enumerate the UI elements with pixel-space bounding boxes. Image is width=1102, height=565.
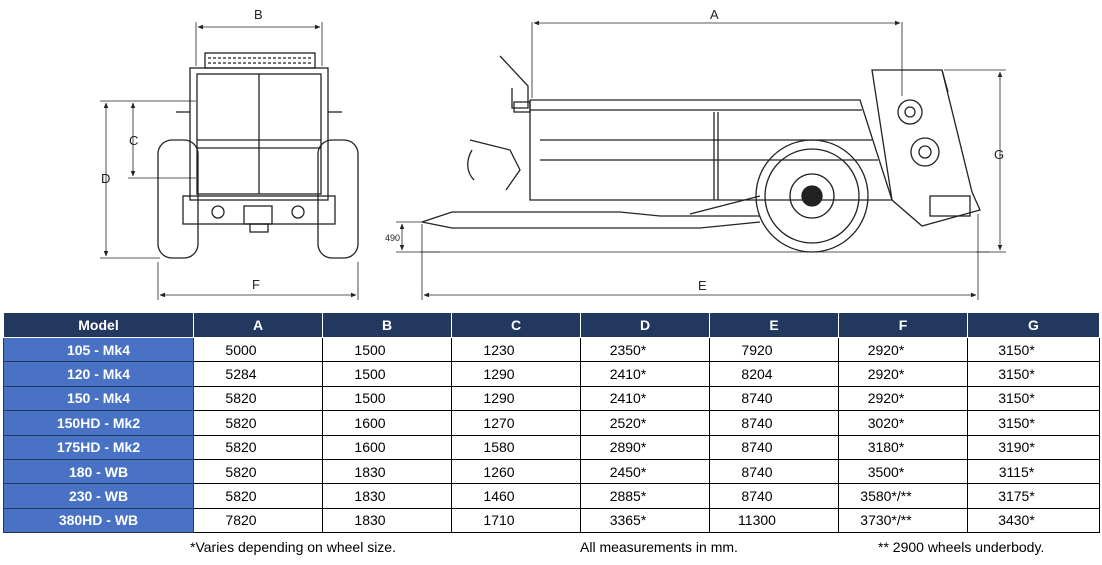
- technical-drawing: B C D F A G E 490: [100, 7, 1006, 300]
- value-cell: 8740: [709, 385, 839, 412]
- value-cell: 3020*: [838, 410, 968, 436]
- column-header-model: Model: [3, 312, 194, 338]
- column-header-b: B: [322, 312, 452, 338]
- note-underbody: ** 2900 wheels underbody.: [878, 539, 1045, 555]
- value-cell: 5000: [193, 336, 323, 363]
- value-cell: 2450*: [580, 458, 710, 485]
- label-c: C: [129, 133, 138, 148]
- value-cell: 3175*: [967, 483, 1100, 509]
- label-490: 490: [385, 233, 400, 243]
- value-cell: 1500: [322, 385, 452, 412]
- label-b: B: [254, 7, 263, 22]
- note-units: All measurements in mm.: [580, 539, 738, 555]
- value-cell: 3730*/**: [838, 507, 968, 534]
- value-cell: 8740: [709, 458, 839, 485]
- model-cell: 105 - Mk4: [3, 336, 194, 363]
- side-view: [421, 55, 981, 253]
- value-cell: 3150*: [967, 410, 1100, 436]
- value-cell: 1580: [451, 434, 581, 460]
- value-cell: 2520*: [580, 410, 710, 436]
- value-cell: 3150*: [967, 385, 1100, 412]
- value-cell: 8204: [709, 361, 839, 387]
- side-dimensions: [396, 20, 1006, 300]
- column-header-a: A: [193, 312, 323, 338]
- rear-dimensions: [100, 22, 359, 300]
- rear-view: [157, 52, 359, 259]
- value-cell: 2350*: [580, 336, 710, 363]
- value-cell: 1830: [322, 507, 452, 534]
- model-cell: 150HD - Mk2: [3, 410, 194, 436]
- value-cell: 11300: [709, 507, 839, 534]
- column-header-g: G: [967, 312, 1100, 338]
- value-cell: 7820: [193, 507, 323, 534]
- value-cell: 1500: [322, 361, 452, 387]
- value-cell: 1290: [451, 385, 581, 412]
- value-cell: 1500: [322, 336, 452, 363]
- label-d: D: [101, 171, 110, 186]
- column-header-f: F: [838, 312, 968, 338]
- model-cell: 380HD - WB: [3, 507, 194, 534]
- value-cell: 8740: [709, 410, 839, 436]
- value-cell: 1230: [451, 336, 581, 363]
- label-e: E: [698, 278, 707, 293]
- label-f: F: [252, 277, 260, 292]
- value-cell: 1830: [322, 483, 452, 509]
- value-cell: 3365*: [580, 507, 710, 534]
- value-cell: 5820: [193, 410, 323, 436]
- model-cell: 230 - WB: [3, 483, 194, 509]
- value-cell: 1460: [451, 483, 581, 509]
- value-cell: 3430*: [967, 507, 1100, 534]
- note-wheel-size: *Varies depending on wheel size.: [190, 539, 396, 555]
- value-cell: 1290: [451, 361, 581, 387]
- value-cell: 2885*: [580, 483, 710, 509]
- value-cell: 3150*: [967, 336, 1100, 363]
- value-cell: 1260: [451, 458, 581, 485]
- label-a: A: [710, 7, 719, 22]
- label-g: G: [994, 147, 1004, 162]
- value-cell: 3180*: [838, 434, 968, 460]
- value-cell: 5820: [193, 434, 323, 460]
- model-cell: 180 - WB: [3, 458, 194, 485]
- value-cell: 2920*: [838, 361, 968, 387]
- value-cell: 2410*: [580, 385, 710, 412]
- value-cell: 8740: [709, 483, 839, 509]
- value-cell: 5820: [193, 458, 323, 485]
- value-cell: 5820: [193, 483, 323, 509]
- value-cell: 3500*: [838, 458, 968, 485]
- column-header-c: C: [451, 312, 581, 338]
- value-cell: 5284: [193, 361, 323, 387]
- value-cell: 1830: [322, 458, 452, 485]
- value-cell: 1600: [322, 410, 452, 436]
- value-cell: 3115*: [967, 458, 1100, 485]
- model-cell: 175HD - Mk2: [3, 434, 194, 460]
- value-cell: 3190*: [967, 434, 1100, 460]
- value-cell: 7920: [709, 336, 839, 363]
- value-cell: 2920*: [838, 336, 968, 363]
- value-cell: 3580*/**: [838, 483, 968, 509]
- value-cell: 2410*: [580, 361, 710, 387]
- value-cell: 1270: [451, 410, 581, 436]
- value-cell: 8740: [709, 434, 839, 460]
- column-header-d: D: [580, 312, 710, 338]
- value-cell: 2920*: [838, 385, 968, 412]
- value-cell: 5820: [193, 385, 323, 412]
- value-cell: 1710: [451, 507, 581, 534]
- model-cell: 150 - Mk4: [3, 385, 194, 412]
- model-cell: 120 - Mk4: [3, 361, 194, 387]
- value-cell: 2890*: [580, 434, 710, 460]
- column-header-e: E: [709, 312, 839, 338]
- value-cell: 1600: [322, 434, 452, 460]
- value-cell: 3150*: [967, 361, 1100, 387]
